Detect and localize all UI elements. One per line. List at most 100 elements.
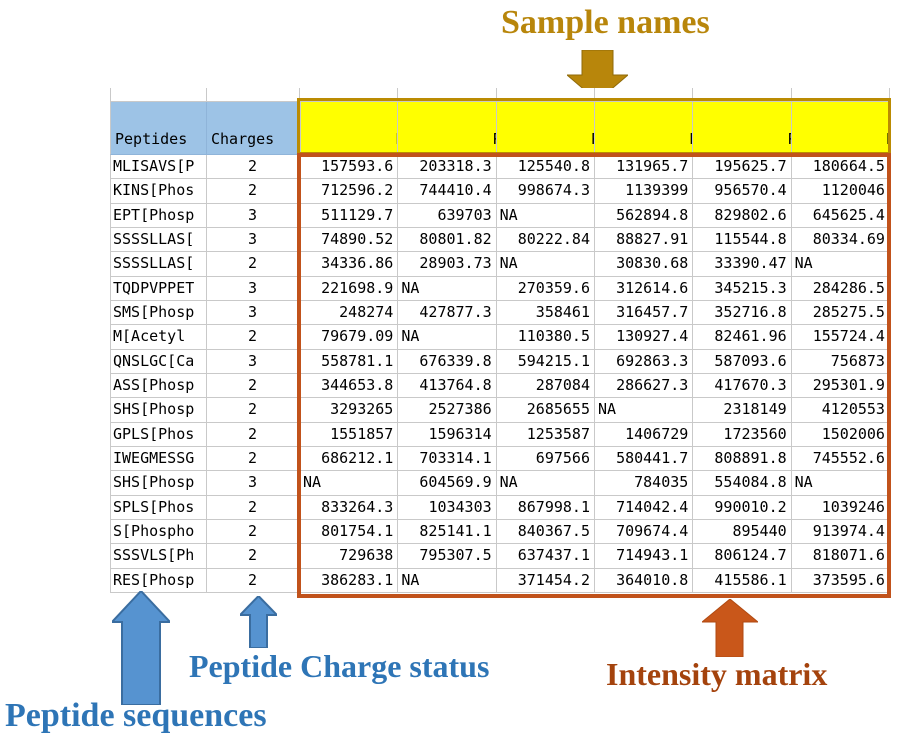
- intensity-cell[interactable]: 125540.8: [496, 155, 595, 180]
- intensity-cell[interactable]: 1039246: [791, 495, 890, 520]
- intensity-cell[interactable]: 364010.8: [594, 568, 694, 593]
- peptide-cell[interactable]: IWEGMESSG: [110, 446, 207, 472]
- sample-column-header[interactable]: Phos_Cyc _1: [300, 102, 399, 155]
- peptide-cell[interactable]: SSSVLS[Ph: [110, 544, 207, 569]
- intensity-cell[interactable]: 825141.1: [398, 519, 497, 545]
- intensity-cell[interactable]: 833264.3: [300, 495, 399, 520]
- spreadsheet-cell[interactable]: [300, 88, 399, 102]
- intensity-cell[interactable]: 345215.3: [693, 276, 792, 301]
- intensity-cell[interactable]: 801754.1: [300, 519, 399, 545]
- spreadsheet-cell[interactable]: [110, 88, 207, 102]
- spreadsheet-cell[interactable]: [496, 88, 595, 102]
- intensity-cell[interactable]: 80222.84: [496, 227, 595, 253]
- charge-cell[interactable]: 2: [207, 252, 300, 277]
- intensity-cell[interactable]: 417670.3: [693, 373, 792, 399]
- intensity-cell[interactable]: 80801.82: [398, 227, 497, 253]
- charge-cell[interactable]: 2: [207, 179, 300, 204]
- intensity-cell[interactable]: 386283.1: [300, 568, 399, 593]
- peptides-column-header[interactable]: Peptides: [110, 102, 207, 155]
- intensity-cell[interactable]: 806124.7: [693, 544, 792, 569]
- intensity-cell[interactable]: 1723560: [693, 422, 792, 447]
- intensity-cell[interactable]: 80334.69: [791, 227, 890, 253]
- intensity-cell[interactable]: 709674.4: [594, 519, 694, 545]
- intensity-cell[interactable]: 745552.6: [791, 446, 890, 472]
- intensity-cell[interactable]: 203318.3: [398, 155, 497, 180]
- intensity-cell[interactable]: 286627.3: [594, 373, 694, 399]
- intensity-cell[interactable]: 554084.8: [693, 471, 792, 496]
- intensity-cell[interactable]: 1120046: [791, 179, 890, 204]
- intensity-cell[interactable]: 712596.2: [300, 179, 399, 204]
- intensity-cell[interactable]: 33390.47: [693, 252, 792, 277]
- intensity-cell[interactable]: 784035: [594, 471, 694, 496]
- intensity-cell[interactable]: NA: [398, 276, 497, 301]
- intensity-cell[interactable]: 818071.6: [791, 544, 890, 569]
- peptide-cell[interactable]: S[Phospho: [110, 519, 207, 545]
- charges-column-header[interactable]: Charges: [207, 102, 300, 155]
- intensity-cell[interactable]: NA: [594, 398, 694, 423]
- charge-cell[interactable]: 2: [207, 446, 300, 472]
- intensity-cell[interactable]: 427877.3: [398, 300, 497, 326]
- intensity-cell[interactable]: 373595.6: [791, 568, 890, 593]
- intensity-cell[interactable]: 221698.9: [300, 276, 399, 301]
- sample-column-header[interactable]: Phos_Cyc _2: [398, 102, 497, 155]
- intensity-cell[interactable]: 195625.7: [693, 155, 792, 180]
- peptide-cell[interactable]: SMS[Phosp: [110, 300, 207, 326]
- spreadsheet-cell[interactable]: [398, 88, 497, 102]
- charge-cell[interactable]: 3: [207, 227, 300, 253]
- intensity-cell[interactable]: 714042.4: [594, 495, 694, 520]
- peptide-cell[interactable]: EPT[Phosp: [110, 203, 207, 228]
- sample-column-header[interactable]: Phos_Cyc _3: [496, 102, 595, 155]
- intensity-cell[interactable]: 344653.8: [300, 373, 399, 399]
- intensity-cell[interactable]: 4120553: [791, 398, 890, 423]
- intensity-cell[interactable]: 3293265: [300, 398, 399, 423]
- intensity-cell[interactable]: NA: [300, 471, 399, 496]
- intensity-cell[interactable]: 295301.9: [791, 373, 890, 399]
- charge-cell[interactable]: 3: [207, 300, 300, 326]
- intensity-cell[interactable]: 692863.3: [594, 349, 694, 374]
- intensity-cell[interactable]: 88827.91: [594, 227, 694, 253]
- intensity-cell[interactable]: 270359.6: [496, 276, 595, 301]
- intensity-cell[interactable]: 744410.4: [398, 179, 497, 204]
- intensity-cell[interactable]: 686212.1: [300, 446, 399, 472]
- intensity-cell[interactable]: 155724.4: [791, 325, 890, 350]
- intensity-cell[interactable]: 829802.6: [693, 203, 792, 228]
- peptide-cell[interactable]: SSSSLLAS[: [110, 252, 207, 277]
- intensity-cell[interactable]: 956570.4: [693, 179, 792, 204]
- intensity-cell[interactable]: 2685655: [496, 398, 595, 423]
- intensity-cell[interactable]: NA: [791, 471, 890, 496]
- intensity-cell[interactable]: 312614.6: [594, 276, 694, 301]
- charge-cell[interactable]: 3: [207, 203, 300, 228]
- intensity-cell[interactable]: 913974.4: [791, 519, 890, 545]
- peptide-cell[interactable]: ASS[Phosp: [110, 373, 207, 399]
- peptide-cell[interactable]: TQDPVPPET: [110, 276, 207, 301]
- intensity-cell[interactable]: 180664.5: [791, 155, 890, 180]
- intensity-cell[interactable]: 795307.5: [398, 544, 497, 569]
- intensity-cell[interactable]: 1139399: [594, 179, 694, 204]
- charge-cell[interactable]: 3: [207, 471, 300, 496]
- intensity-cell[interactable]: 840367.5: [496, 519, 595, 545]
- spreadsheet-cell[interactable]: [693, 88, 792, 102]
- intensity-cell[interactable]: 1034303: [398, 495, 497, 520]
- peptide-cell[interactable]: KINS[Phos: [110, 179, 207, 204]
- intensity-cell[interactable]: NA: [398, 568, 497, 593]
- intensity-cell[interactable]: 2527386: [398, 398, 497, 423]
- intensity-cell[interactable]: 714943.1: [594, 544, 694, 569]
- peptide-cell[interactable]: QNSLGC[Ca: [110, 349, 207, 374]
- charge-cell[interactable]: 2: [207, 568, 300, 593]
- intensity-cell[interactable]: 587093.6: [693, 349, 792, 374]
- intensity-cell[interactable]: 316457.7: [594, 300, 694, 326]
- intensity-cell[interactable]: 703314.1: [398, 446, 497, 472]
- intensity-cell[interactable]: 285275.5: [791, 300, 890, 326]
- charge-cell[interactable]: 3: [207, 276, 300, 301]
- peptide-cell[interactable]: SHS[Phosp: [110, 471, 207, 496]
- intensity-cell[interactable]: 867998.1: [496, 495, 595, 520]
- intensity-cell[interactable]: 990010.2: [693, 495, 792, 520]
- intensity-cell[interactable]: NA: [496, 471, 595, 496]
- intensity-cell[interactable]: 1596314: [398, 422, 497, 447]
- intensity-cell[interactable]: 352716.8: [693, 300, 792, 326]
- intensity-cell[interactable]: 413764.8: [398, 373, 497, 399]
- intensity-cell[interactable]: 756873: [791, 349, 890, 374]
- sample-column-header[interactable]: Phos_Cyc _5: [693, 102, 792, 155]
- intensity-cell[interactable]: 558781.1: [300, 349, 399, 374]
- charge-cell[interactable]: 2: [207, 519, 300, 545]
